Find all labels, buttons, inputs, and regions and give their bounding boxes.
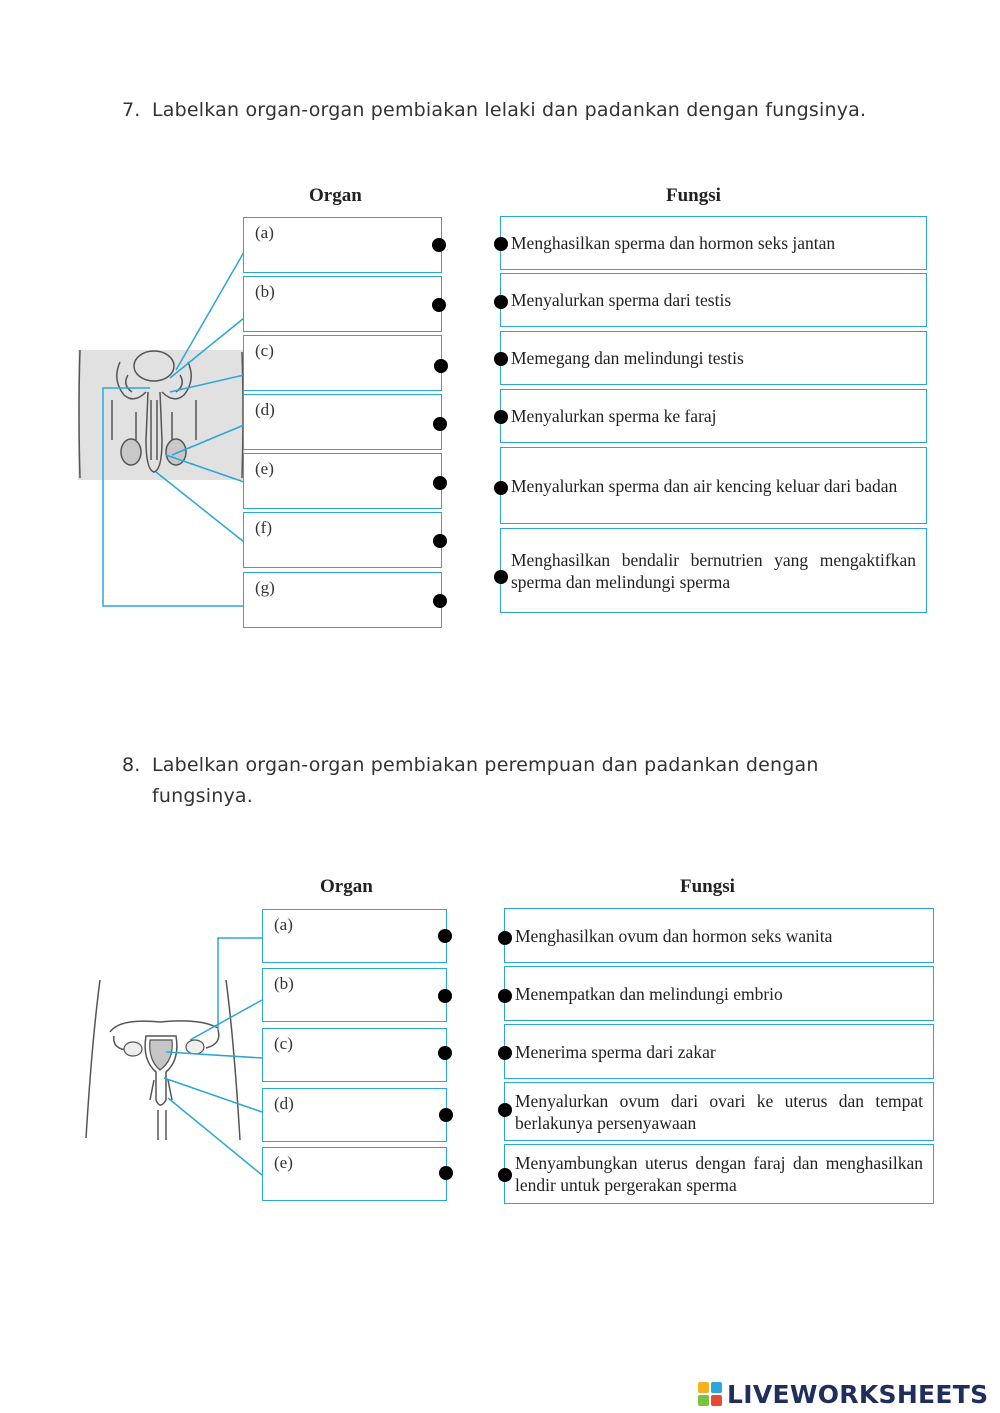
organ-match-dot[interactable] (433, 417, 447, 431)
function-box: Menyalurkan sperma dari testis (500, 273, 927, 327)
organ-letter: (g) (255, 578, 275, 597)
function-text: Menyambungkan uterus dengan faraj dan me… (515, 1153, 923, 1195)
organ-box-f: (f) (243, 512, 442, 568)
function-text: Menempatkan dan melindungi embrio (515, 983, 783, 1004)
organ-box-a: (a) (243, 217, 442, 273)
function-match-dot[interactable] (498, 931, 512, 945)
function-text: Menyalurkan ovum dari ovari ke uterus da… (515, 1090, 923, 1133)
function-box: Menghasilkan ovum dan hormon seks wanita (504, 908, 934, 963)
organ-match-dot[interactable] (433, 476, 447, 490)
function-text: Memegang dan melindungi testis (511, 348, 744, 368)
function-box: Menghasilkan sperma dan hormon seks jant… (500, 216, 927, 270)
question-text: Labelkan organ-organ pembiakan lelaki da… (152, 99, 867, 121)
organ-match-dot[interactable] (432, 298, 446, 312)
question-7-title: 7. Labelkan organ-organ pembiakan lelaki… (122, 95, 922, 159)
function-match-dot[interactable] (498, 1168, 512, 1182)
function-box: Menyalurkan sperma dan air kencing kelua… (500, 447, 927, 524)
organ-box-d: (d) (243, 394, 442, 450)
organ-match-dot[interactable] (439, 1166, 453, 1180)
organ-letter: (a) (255, 223, 274, 242)
organ-answer-input[interactable] (303, 1043, 426, 1071)
organ-answer-input[interactable] (284, 232, 421, 260)
organ-column-header: Organ (309, 185, 362, 206)
organ-box-b: (b) (262, 968, 447, 1022)
organ-answer-input[interactable] (303, 1162, 426, 1190)
organ-letter: (e) (274, 1153, 293, 1172)
organ-answer-input[interactable] (303, 924, 426, 952)
function-match-dot[interactable] (494, 481, 508, 495)
function-box: Memegang dan melindungi testis (500, 331, 927, 385)
question-number: 7. (122, 99, 141, 121)
organ-answer-input[interactable] (284, 350, 421, 378)
function-text: Menghasilkan sperma dan hormon seks jant… (511, 233, 836, 253)
organ-letter: (e) (255, 459, 274, 478)
organ-letter: (d) (274, 1094, 294, 1113)
function-match-dot[interactable] (494, 570, 508, 584)
organ-match-dot[interactable] (433, 534, 447, 548)
organ-match-dot[interactable] (432, 238, 446, 252)
function-text: Menerima sperma dari zakar (515, 1041, 716, 1062)
function-match-dot[interactable] (494, 352, 508, 366)
function-match-dot[interactable] (498, 1046, 512, 1060)
function-box: Menerima sperma dari zakar (504, 1024, 934, 1079)
organ-box-e: (e) (262, 1147, 447, 1201)
function-box: Menyambungkan uterus dengan faraj dan me… (504, 1144, 934, 1204)
organ-box-d: (d) (262, 1088, 447, 1142)
function-box: Menyalurkan sperma ke faraj (500, 389, 927, 443)
organ-match-dot[interactable] (438, 929, 452, 943)
organ-answer-input[interactable] (284, 527, 421, 555)
organ-letter: (b) (274, 974, 294, 993)
question-text: Labelkan organ-organ pembiakan perempuan… (152, 754, 819, 807)
liveworksheets-brand-text: LIVEWORKSHEETS (727, 1379, 989, 1409)
fungsi-column-header: Fungsi (666, 185, 721, 206)
organ-box-a: (a) (262, 909, 447, 963)
organ-match-dot[interactable] (439, 1108, 453, 1122)
organ-box-b: (b) (243, 276, 442, 332)
organ-answer-input[interactable] (284, 291, 421, 319)
organ-match-dot[interactable] (438, 989, 452, 1003)
organ-box-e: (e) (243, 453, 442, 509)
question-8-title: 8. Labelkan organ-organ pembiakan peremp… (122, 750, 922, 814)
function-match-dot[interactable] (494, 295, 508, 309)
organ-answer-input[interactable] (303, 1103, 426, 1131)
function-text: Menyalurkan sperma ke faraj (511, 406, 717, 426)
liveworksheets-logo[interactable]: LIVEWORKSHEETS (697, 1376, 988, 1412)
function-match-dot[interactable] (498, 989, 512, 1003)
organ-column-header: Organ (320, 876, 373, 897)
organ-letter: (c) (274, 1034, 293, 1053)
function-box: Menempatkan dan melindungi embrio (504, 966, 934, 1021)
organ-answer-input[interactable] (284, 409, 421, 437)
function-box: Menghasilkan bendalir bernutrien yang me… (500, 528, 927, 613)
organ-letter: (c) (255, 341, 274, 360)
organ-letter: (f) (255, 518, 272, 537)
organ-match-dot[interactable] (433, 594, 447, 608)
question-number: 8. (122, 754, 141, 776)
organ-match-dot[interactable] (434, 359, 448, 373)
function-text: Menghasilkan ovum dan hormon seks wanita (515, 925, 833, 946)
function-text: Menyalurkan sperma dari testis (511, 290, 732, 310)
organ-answer-input[interactable] (284, 468, 421, 496)
function-match-dot[interactable] (494, 237, 508, 251)
organ-box-c: (c) (262, 1028, 447, 1082)
function-match-dot[interactable] (494, 410, 508, 424)
function-text: Menyalurkan sperma dan air kencing kelua… (511, 475, 898, 496)
organ-answer-input[interactable] (303, 983, 426, 1011)
organ-letter: (b) (255, 282, 275, 301)
organ-answer-input[interactable] (284, 587, 421, 615)
liveworksheets-logo-icon (698, 1382, 722, 1406)
organ-letter: (d) (255, 400, 275, 419)
organ-match-dot[interactable] (438, 1046, 452, 1060)
function-box: Menyalurkan ovum dari ovari ke uterus da… (504, 1082, 934, 1141)
function-match-dot[interactable] (498, 1103, 512, 1117)
fungsi-column-header: Fungsi (680, 876, 735, 897)
organ-box-g: (g) (243, 572, 442, 628)
function-text: Menghasilkan bendalir bernutrien yang me… (511, 549, 916, 592)
organ-letter: (a) (274, 915, 293, 934)
organ-box-c: (c) (243, 335, 442, 391)
